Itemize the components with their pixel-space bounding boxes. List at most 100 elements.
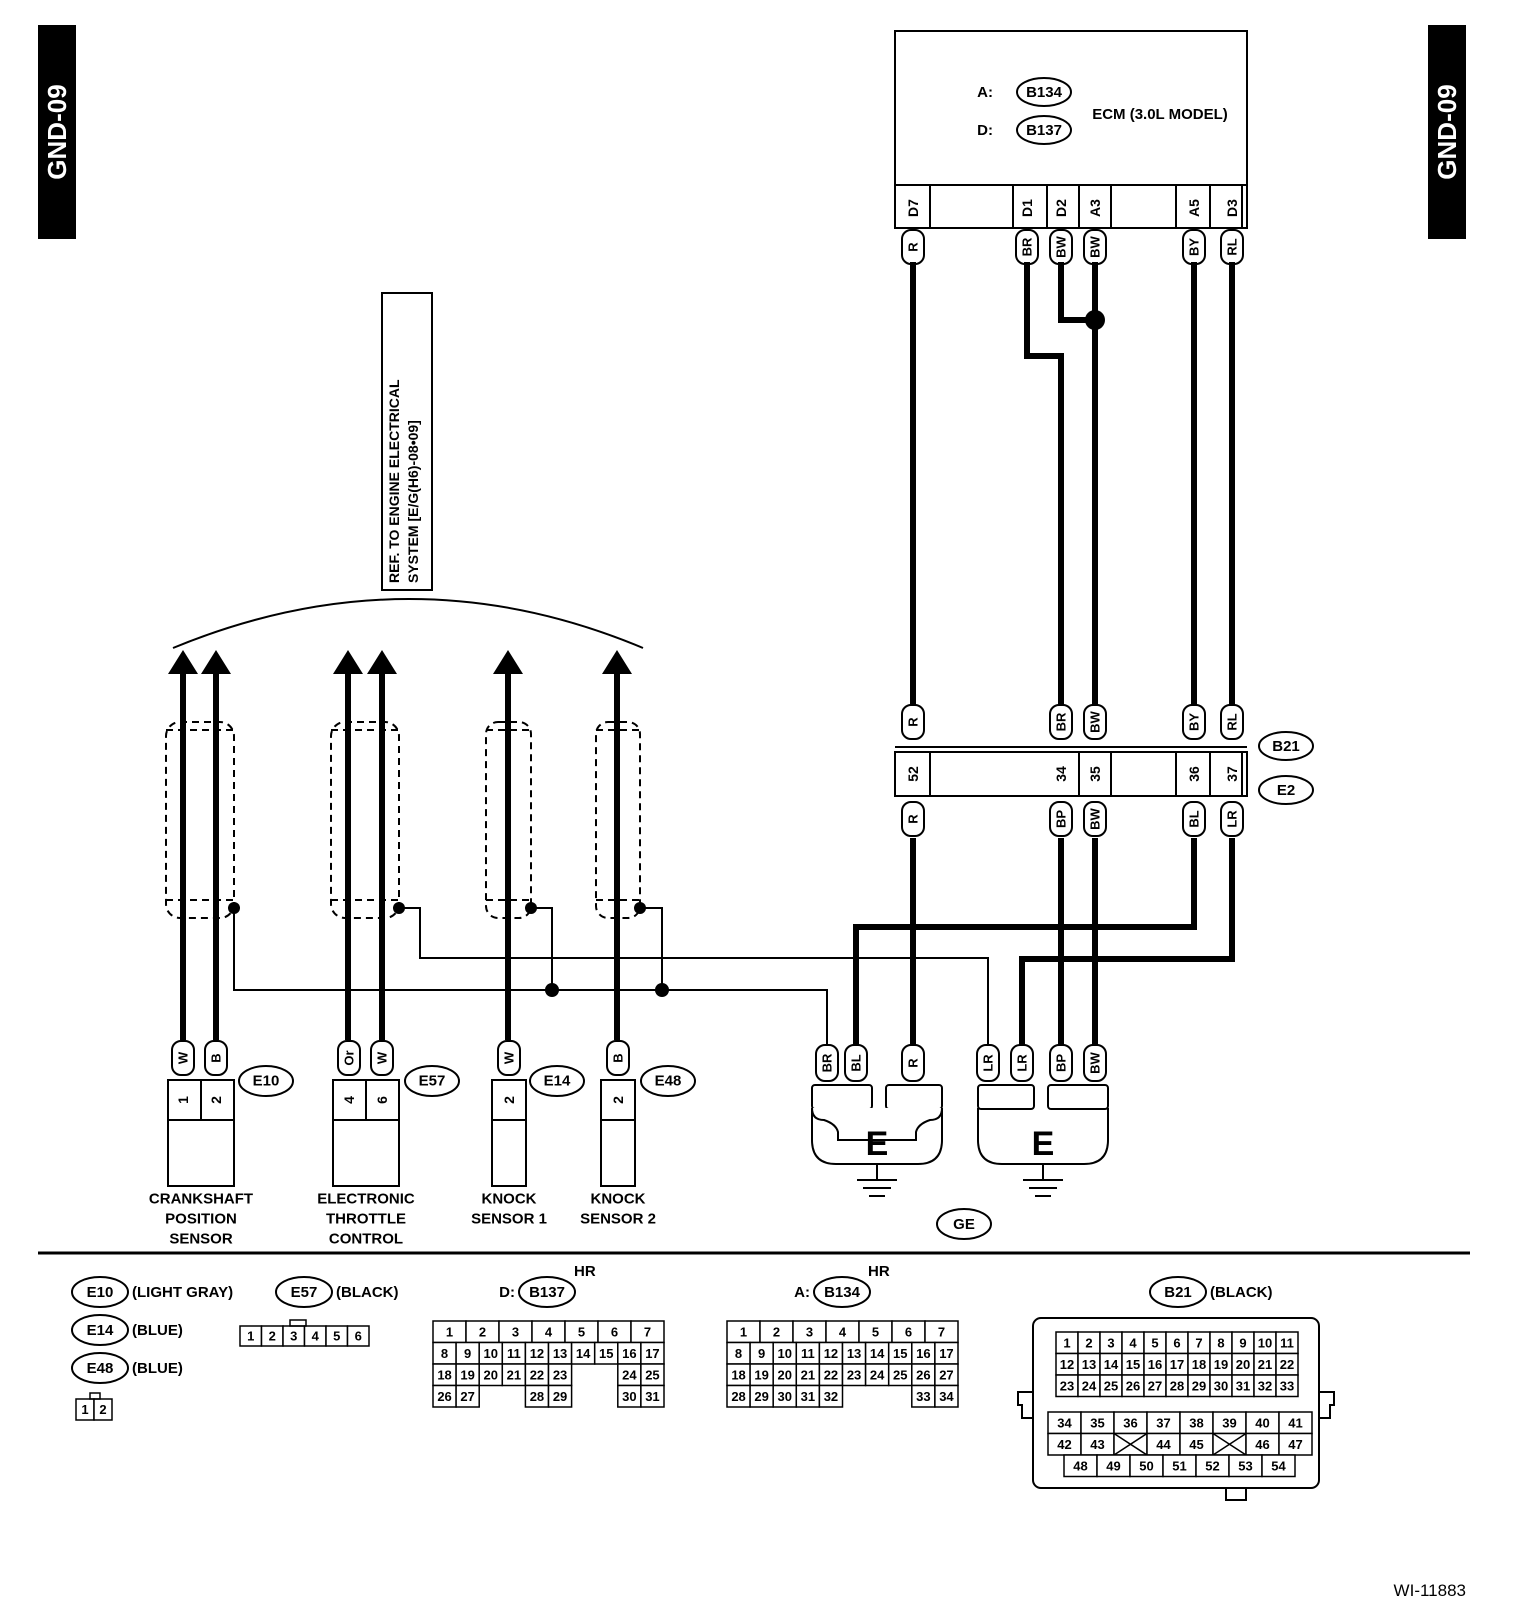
legend-e57-id: E57 — [291, 1284, 318, 1301]
legend-b21-pin-46: 46 — [1255, 1437, 1269, 1452]
legend-b134-pin-22: 22 — [824, 1367, 838, 1382]
legend-e14-id: E14 — [87, 1322, 114, 1339]
legend-b134-pin-7: 7 — [938, 1324, 945, 1339]
ground-terminals — [811, 1084, 1109, 1165]
legend-b21-pin-44: 44 — [1156, 1437, 1171, 1452]
legend-small-pin-1: 1 — [81, 1402, 88, 1417]
legend-b21-pin-54: 54 — [1271, 1458, 1286, 1473]
sensor-e14-name-0: KNOCK — [482, 1191, 537, 1208]
legend-b21-pin-35: 35 — [1090, 1415, 1104, 1430]
sensor-e57-wire-1: W — [375, 1051, 390, 1064]
legend-b21-pin-45: 45 — [1189, 1437, 1203, 1452]
legend-b21-pin-25: 25 — [1104, 1378, 1118, 1393]
ecm-pin-d7: D7 — [905, 199, 921, 217]
sensor-e57-pin-1: 6 — [374, 1096, 390, 1104]
legend-b137-pin-22: 22 — [530, 1367, 544, 1382]
legend-b134-pin-30: 30 — [778, 1389, 792, 1404]
legend-b21-pin-13: 13 — [1082, 1357, 1096, 1372]
legend-b21-pin-7: 7 — [1195, 1335, 1202, 1350]
legend-b137-hr: HR — [574, 1263, 596, 1280]
ecm-wire-color-1: BR — [1020, 237, 1035, 256]
legend-b134-pin-17: 17 — [939, 1346, 953, 1361]
legend-b134-pin-2: 2 — [773, 1324, 780, 1339]
legend-b21-pin-21: 21 — [1258, 1357, 1272, 1372]
legend-b21-color: (BLACK) — [1210, 1284, 1272, 1301]
legend-b134-pin-6: 6 — [905, 1324, 912, 1339]
legend-b137-pin-29: 29 — [553, 1389, 567, 1404]
legend-b134-id: B134 — [824, 1284, 861, 1301]
ecm-title: ECM (3.0L MODEL) — [1092, 106, 1228, 123]
legend-b137-pin-8: 8 — [441, 1346, 448, 1361]
legend-b21-pin-18: 18 — [1192, 1357, 1206, 1372]
sensor-e14-name-1: SENSOR 1 — [471, 1211, 547, 1228]
legend-b137-pin-14: 14 — [576, 1346, 591, 1361]
legend-b137-pin-20: 20 — [484, 1367, 498, 1382]
legend-b21-pin-52: 52 — [1205, 1458, 1219, 1473]
sensor-e57-name-2: CONTROL — [329, 1231, 403, 1248]
legend-b134-pin-20: 20 — [778, 1367, 792, 1382]
ecm-wire-color-4: BY — [1187, 238, 1202, 256]
sensor-e48-wire-0: B — [611, 1053, 626, 1062]
joint-pin-37: 37 — [1224, 766, 1240, 782]
legend-b137-pin-11: 11 — [507, 1346, 521, 1361]
legend-b21-pin-22: 22 — [1280, 1357, 1294, 1372]
legend-b134-pin-26: 26 — [916, 1367, 930, 1382]
legend-b134-pin-1: 1 — [740, 1324, 747, 1339]
legend-b134-pin-24: 24 — [870, 1367, 885, 1382]
legend-b21-pin-42: 42 — [1057, 1437, 1071, 1452]
legend-b134-pin-15: 15 — [893, 1346, 907, 1361]
page-tag-right: GND-09 — [1428, 25, 1466, 239]
legend-e57-pin-5: 5 — [333, 1329, 340, 1344]
legend-b137-id: B137 — [529, 1284, 565, 1301]
reference-note-line2: SYSTEM [E/G(H6)-08•09] — [405, 420, 421, 583]
legend-b21-pin-29: 29 — [1192, 1378, 1206, 1393]
arrow-heads — [168, 650, 632, 674]
legend-b134-pin-29: 29 — [754, 1389, 768, 1404]
legend-b134-pin-9: 9 — [758, 1346, 765, 1361]
legend-b21-pin-34: 34 — [1057, 1415, 1072, 1430]
legend-b21-pin-41: 41 — [1288, 1415, 1302, 1430]
legend-b137-pin-16: 16 — [622, 1346, 636, 1361]
signal-wires — [180, 262, 1235, 1050]
legend-b137-pin-12: 12 — [530, 1346, 544, 1361]
sensor-bodies — [167, 1079, 636, 1187]
shield-junctions — [228, 902, 669, 997]
legend-e48-id: E48 — [87, 1360, 114, 1377]
joint-pin-34: 34 — [1053, 766, 1069, 782]
sensor-e10-wire-0: W — [176, 1051, 191, 1064]
legend-b134-pin-16: 16 — [916, 1346, 930, 1361]
legend-b21-pin-19: 19 — [1214, 1357, 1228, 1372]
legend-e57-pin-2: 2 — [269, 1329, 276, 1344]
legend-e57-pin-6: 6 — [355, 1329, 362, 1344]
shield-cylinders — [165, 721, 641, 919]
legend-b21-pin-40: 40 — [1255, 1415, 1269, 1430]
legend-e48-color: (BLUE) — [132, 1360, 183, 1377]
legend-b21-pin-33: 33 — [1280, 1378, 1294, 1393]
legend-b137-pin-10: 10 — [484, 1346, 498, 1361]
legend-b137-pin-7: 7 — [644, 1324, 651, 1339]
legend-b21-pin-9: 9 — [1239, 1335, 1246, 1350]
legend-b21-pin-43: 43 — [1090, 1437, 1104, 1452]
sensor-e14-wire-0: W — [502, 1051, 517, 1064]
joint-upper-id: B21 — [1272, 738, 1300, 755]
joint-lower-color-4: LR — [1225, 810, 1240, 828]
page-tag-left: GND-09 — [38, 25, 76, 239]
sensor-e48-id: E48 — [655, 1073, 682, 1090]
sensor-e57-id: E57 — [419, 1073, 446, 1090]
legend-b137-pin-30: 30 — [622, 1389, 636, 1404]
legend-b21-pin-36: 36 — [1123, 1415, 1137, 1430]
legend-b21-pin-27: 27 — [1148, 1378, 1162, 1393]
sensor-e10-pin-1: 2 — [208, 1096, 224, 1104]
legend-b21-pin-17: 17 — [1170, 1357, 1184, 1372]
legend-b137-pin-13: 13 — [553, 1346, 567, 1361]
ground-right-wire-0: LR — [981, 1054, 996, 1072]
joint-upper-color-0: R — [906, 717, 921, 727]
legend-b137-pin-17: 17 — [645, 1346, 659, 1361]
legend-b137-pin-2: 2 — [479, 1324, 486, 1339]
ground-right-label: E — [1032, 1125, 1055, 1163]
legend-b134-pin-14: 14 — [870, 1346, 885, 1361]
sensor-e57-wire-0: Or — [342, 1050, 357, 1065]
